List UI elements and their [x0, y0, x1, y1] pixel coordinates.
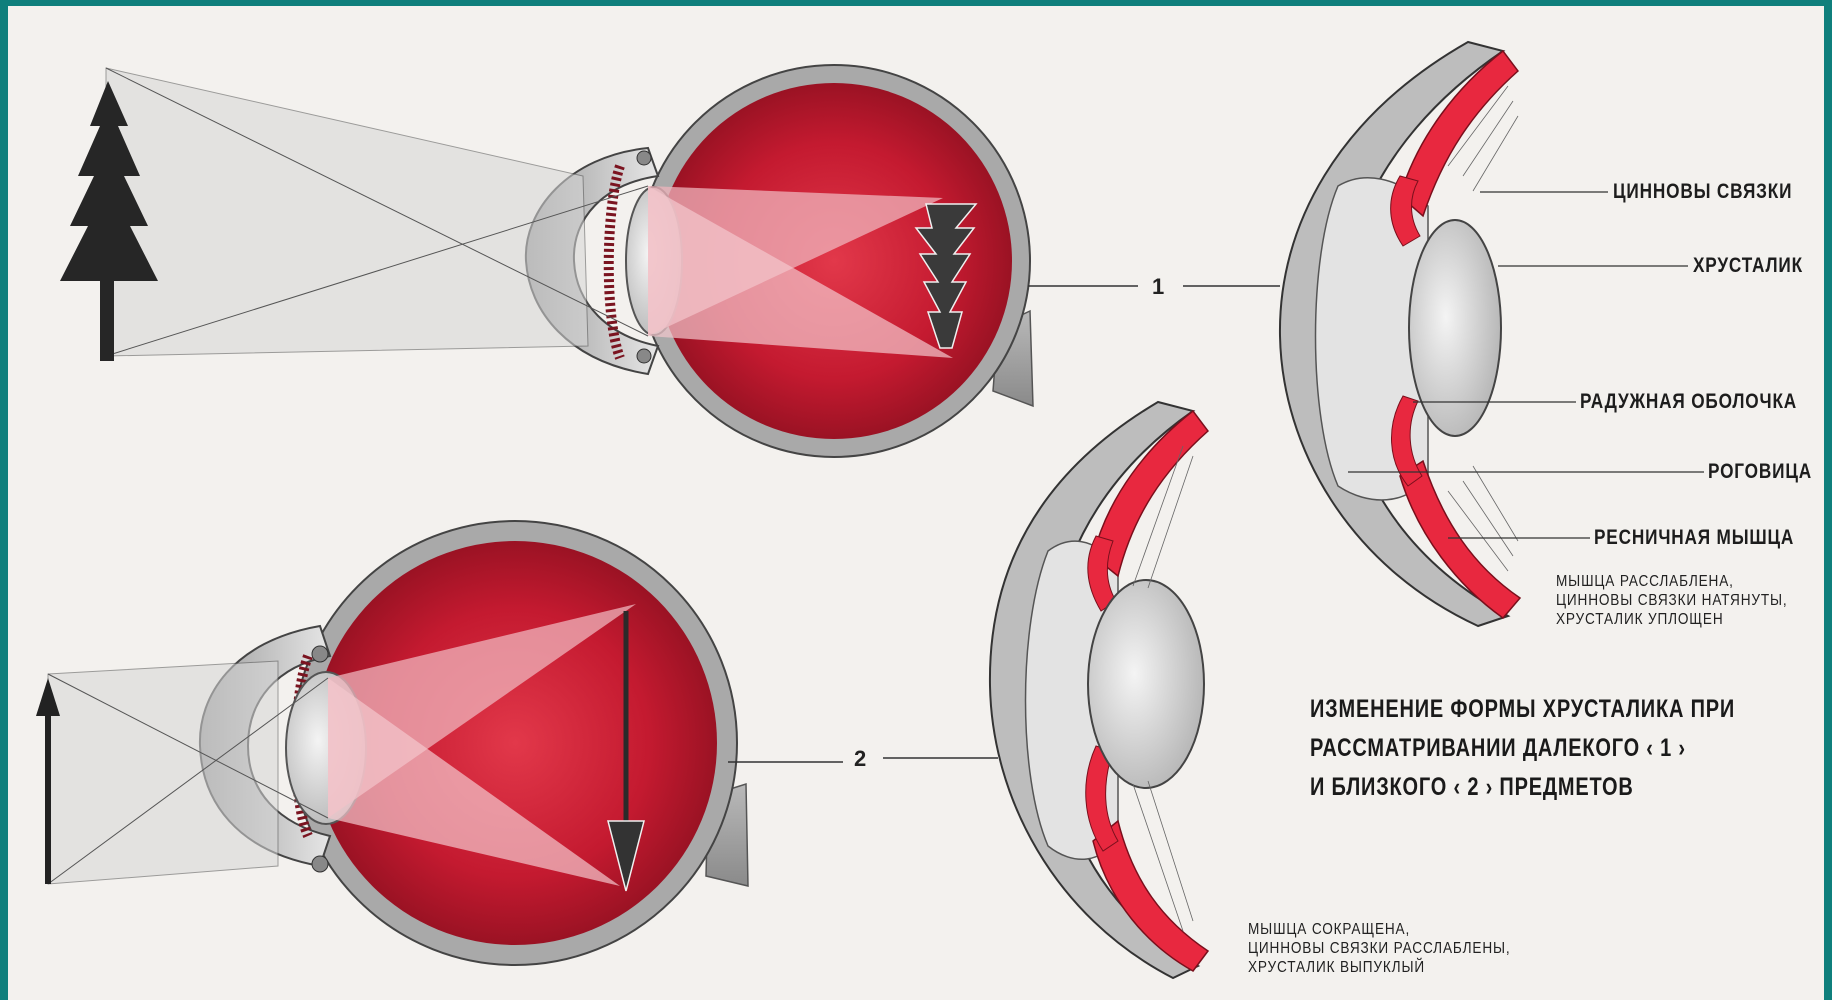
iris-edge-top-near [312, 646, 328, 662]
label-iris: РАДУЖНАЯ ОБОЛОЧКА [1580, 390, 1797, 414]
label-cornea: РОГОВИЦА [1708, 460, 1812, 484]
eye-near [200, 521, 998, 965]
light-rays-outer-near [48, 661, 278, 884]
note-far-line-3: ХРУСТАЛИК УПЛОЩЕН [1556, 610, 1788, 629]
note-near: МЫШЦА СОКРАЩЕНА, ЦИННОВЫ СВЯЗКИ РАССЛАБЛ… [1248, 920, 1511, 977]
note-far-line-2: ЦИННОВЫ СВЯЗКИ НАТЯНУТЫ, [1556, 591, 1788, 610]
label-zinn-ligaments: ЦИННОВЫ СВЯЗКИ [1613, 180, 1792, 204]
label-lens: ХРУСТАЛИК [1693, 254, 1803, 278]
light-rays-outer-far [106, 68, 588, 356]
eye-far [526, 65, 1280, 457]
title-line-2: РАССМАТРИВАНИИ ДАЛЕКОГО ‹ 1 › [1310, 729, 1735, 768]
lens-detail-near [1088, 580, 1204, 788]
title-line-3: И БЛИЗКОГО ‹ 2 › ПРЕДМЕТОВ [1310, 768, 1735, 807]
marker-near: 2 [854, 746, 866, 772]
iris-edge-bottom-far [637, 349, 651, 363]
iris-edge-top-far [637, 151, 651, 165]
eye-accommodation-diagram [8, 6, 1824, 1000]
iris-edge-bottom-near [312, 856, 328, 872]
detail-near [990, 402, 1208, 978]
note-near-line-3: ХРУСТАЛИК ВЫПУКЛЫЙ [1248, 958, 1511, 977]
note-far: МЫШЦА РАССЛАБЛЕНА, ЦИННОВЫ СВЯЗКИ НАТЯНУ… [1556, 572, 1788, 629]
note-near-line-2: ЦИННОВЫ СВЯЗКИ РАССЛАБЛЕНЫ, [1248, 939, 1511, 958]
poster: ЦИННОВЫ СВЯЗКИ ХРУСТАЛИК РАДУЖНАЯ ОБОЛОЧ… [8, 6, 1824, 1000]
note-near-line-1: МЫШЦА СОКРАЩЕНА, [1248, 920, 1511, 939]
title-line-1: ИЗМЕНЕНИЕ ФОРМЫ ХРУСТАЛИКА ПРИ [1310, 690, 1735, 729]
marker-far: 1 [1152, 274, 1164, 300]
diagram-title: ИЗМЕНЕНИЕ ФОРМЫ ХРУСТАЛИКА ПРИ РАССМАТРИ… [1310, 690, 1735, 807]
lens-detail-far [1409, 220, 1501, 436]
label-ciliary-muscle: РЕСНИЧНАЯ МЫШЦА [1594, 526, 1794, 550]
note-far-line-1: МЫШЦА РАССЛАБЛЕНА, [1556, 572, 1788, 591]
